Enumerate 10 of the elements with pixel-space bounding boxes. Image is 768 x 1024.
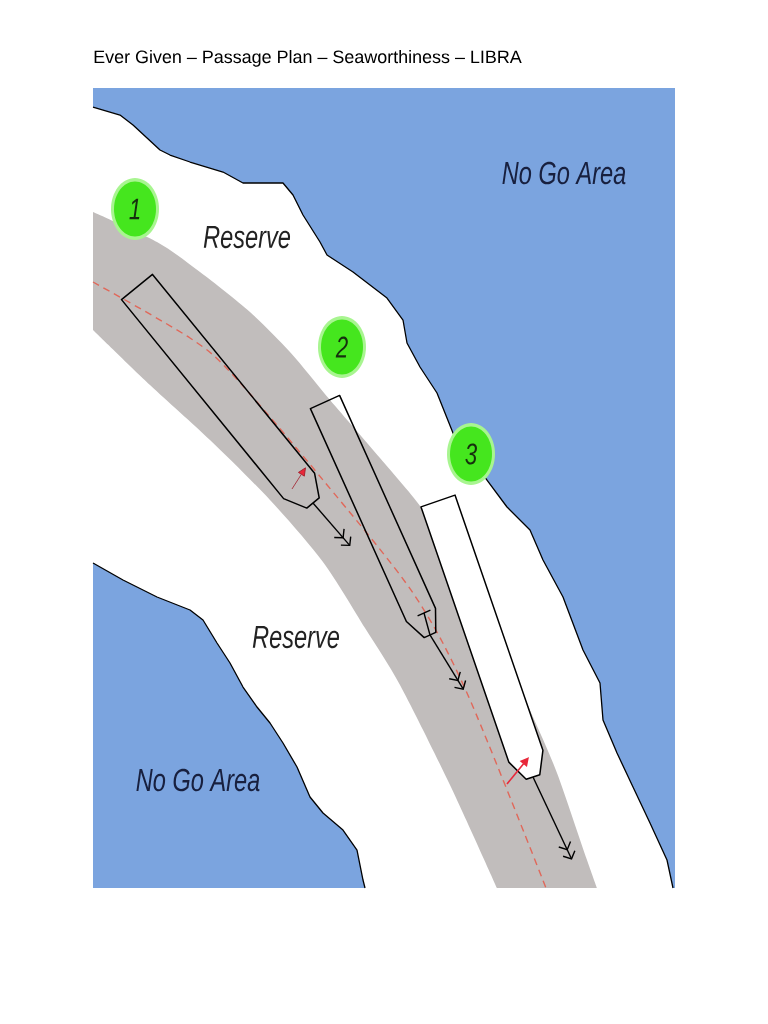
area-label: No Go Area — [502, 161, 626, 185]
area-label: Reserve — [252, 625, 340, 649]
title: Ever Given – Passage Plan – Seaworthiness – LIBRA — [94, 50, 522, 67]
area-label: No Go Area — [136, 768, 260, 792]
heading-arrow — [312, 502, 352, 547]
heading-arrow — [532, 776, 576, 860]
heading-arrow — [429, 634, 467, 690]
ship — [120, 273, 320, 509]
area-label: Reserve — [203, 225, 291, 249]
ship — [420, 494, 544, 781]
